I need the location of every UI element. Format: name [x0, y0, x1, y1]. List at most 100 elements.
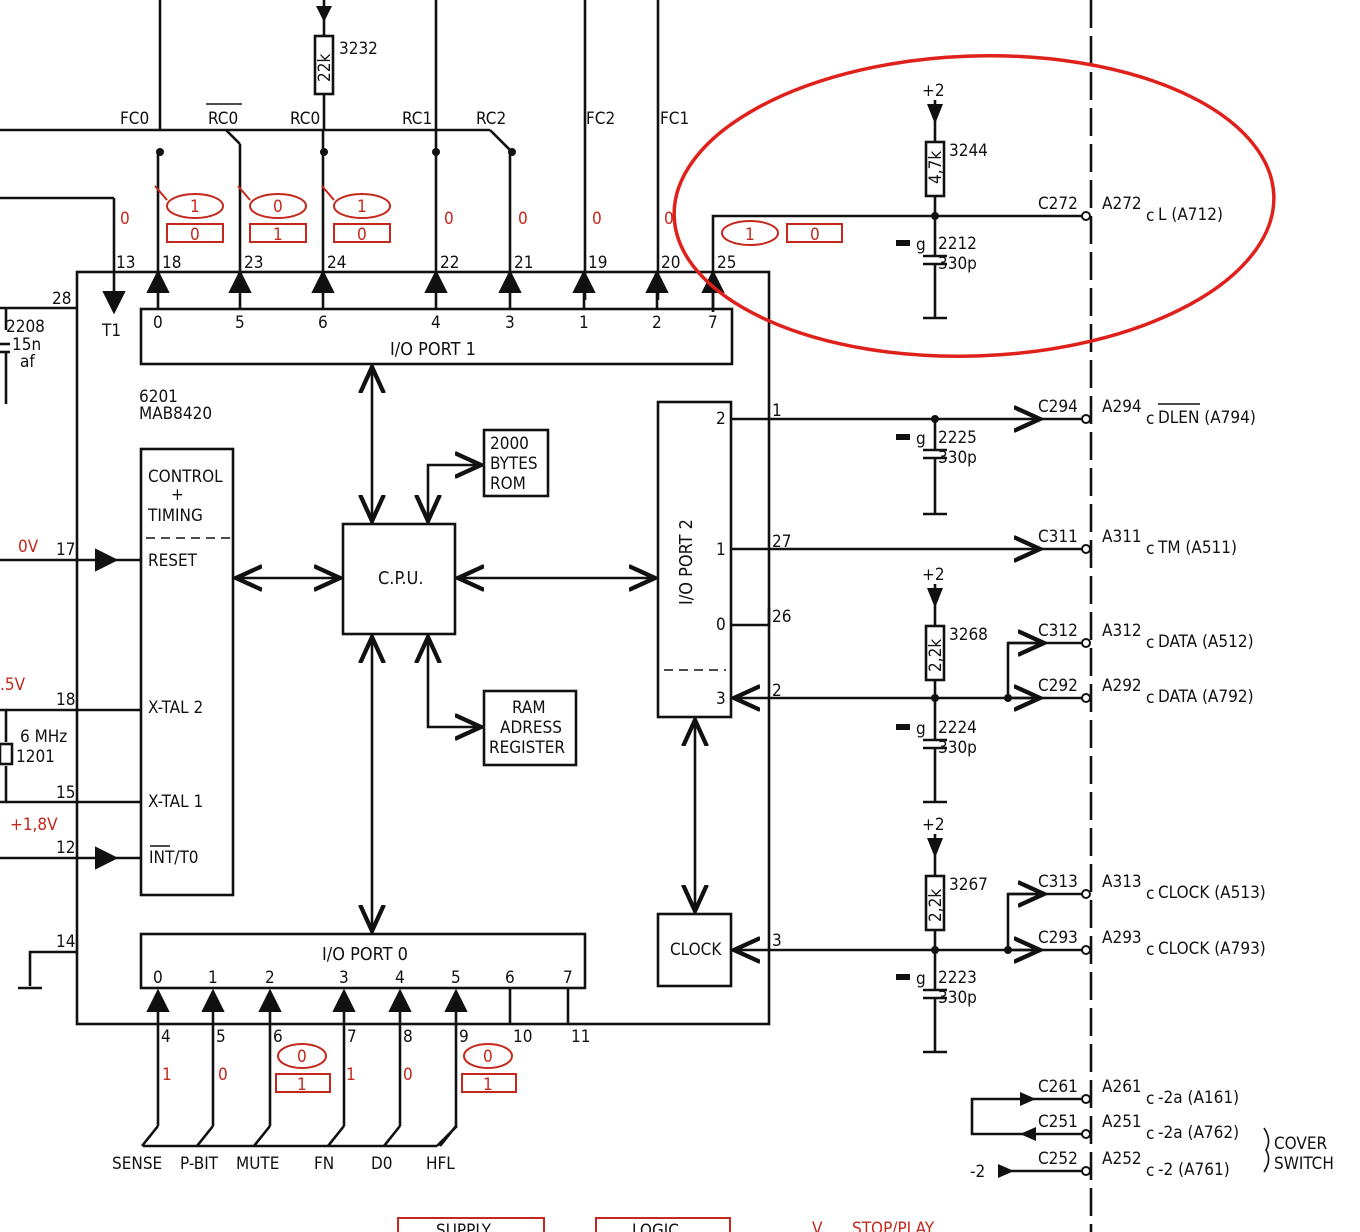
port0-signal: P-BIT — [180, 1154, 219, 1174]
connector-c-ref: C311 — [1038, 527, 1078, 547]
pin12-label: 12 — [56, 838, 75, 858]
connector-a-ref: A272 — [1102, 194, 1142, 214]
connector-a-ref: A312 — [1102, 621, 1142, 641]
port1-signal: RC1 — [402, 109, 432, 129]
pin17-label: 17 — [56, 540, 75, 560]
r3268-value: 2,2k — [926, 639, 946, 672]
r3232-value: 22k — [315, 54, 335, 82]
connector-signal: -2 (A761) — [1158, 1160, 1230, 1180]
port0-signal: SENSE — [112, 1154, 162, 1174]
io-port-2-block — [656, 400, 733, 719]
pin15-label: 15 — [56, 783, 75, 803]
connector-signal: CLOCK (A513) — [1158, 883, 1266, 903]
connector-a-ref: A311 — [1102, 527, 1142, 547]
highlight-ellipse — [672, 53, 1276, 359]
ram-line1: RAM — [512, 698, 546, 718]
connector-signal: L (A712) — [1158, 205, 1223, 225]
int-t0-label: INT/T0 — [149, 848, 199, 868]
xtal-ref: 1201 — [16, 747, 55, 767]
rom-line3: ROM — [490, 474, 526, 494]
port1-pin-number: 21 — [514, 253, 533, 273]
port0-circle-value: 0 — [483, 1047, 493, 1067]
connector-signal: DATA (A512) — [1158, 632, 1254, 652]
r3244-ref: 3244 — [949, 141, 988, 161]
port0-pin-number: 10 — [513, 1027, 532, 1047]
control-plus: + — [171, 485, 184, 505]
volt-0v: 0V — [18, 537, 39, 557]
connector-c-ref: C272 — [1038, 194, 1078, 214]
port0-level: 1 — [162, 1065, 172, 1085]
pin25-circle-value: 1 — [745, 225, 755, 245]
port0-signal: FN — [314, 1154, 334, 1174]
rom-line1: 2000 — [490, 434, 529, 454]
connector-a-ref: A261 — [1102, 1077, 1142, 1097]
reset-label: RESET — [148, 551, 198, 571]
io-port-1-label: I/O PORT 1 — [390, 339, 476, 360]
port1-bit: 3 — [505, 313, 515, 333]
connector-c-mark: c — [1146, 884, 1154, 904]
port1-bit: 6 — [318, 313, 328, 333]
port2-bit: 2 — [716, 409, 726, 429]
rom-line2: BYTES — [490, 454, 538, 474]
port2-bit: 1 — [716, 540, 726, 560]
c2225-ref: 2225 — [938, 428, 977, 448]
pin25-box-value: 0 — [810, 225, 820, 245]
r3268-supply: +2 — [922, 565, 945, 585]
port0-level: 0 — [403, 1065, 413, 1085]
r3244-value: 4,7k — [926, 151, 946, 184]
pin28-label: 28 — [52, 289, 71, 309]
volt-18v: +1,8V — [10, 815, 58, 835]
c2224-value: 330p — [938, 738, 977, 758]
r3267-value: 2,2k — [926, 889, 946, 922]
connector-signal: -2a (A762) — [1158, 1123, 1239, 1143]
r3244-supply: +2 — [922, 81, 945, 101]
io-port-0-block — [139, 932, 587, 990]
cover-switch-line2: SWITCH — [1274, 1154, 1334, 1174]
xtal2-label: X-TAL 2 — [148, 698, 203, 718]
r3267-ref: 3267 — [949, 875, 988, 895]
port0-bit: 6 — [505, 968, 515, 988]
port2-bit: 3 — [716, 689, 726, 709]
port0-pin-number: 6 — [273, 1027, 283, 1047]
connector-c-ref: C251 — [1038, 1112, 1078, 1132]
c2212-value: 330p — [938, 254, 977, 274]
c2223-value: 330p — [938, 988, 977, 1008]
connector-c-ref: C294 — [1038, 397, 1078, 417]
port1-pin-number: 23 — [244, 253, 263, 273]
port2-pin-number: 27 — [772, 532, 791, 552]
mab8420-chip-outline — [75, 270, 771, 1026]
port1-bit: 0 — [153, 313, 163, 333]
ram-register-block — [482, 689, 578, 767]
minus2-label: -2 — [970, 1162, 985, 1182]
port0-circle-value: 0 — [297, 1047, 307, 1067]
v-label: V — [812, 1219, 823, 1232]
port0-level: 0 — [218, 1065, 228, 1085]
port1-state: 0 — [664, 209, 674, 229]
port0-signal: D0 — [371, 1154, 393, 1174]
port1-signal: FC2 — [586, 109, 615, 129]
connector-c-ref: C293 — [1038, 928, 1078, 948]
connector-c-mark: c — [1146, 409, 1154, 429]
port1-state: 0 — [592, 209, 602, 229]
port1-t1-pin: 13 — [116, 253, 135, 273]
port1-box-value: 0 — [357, 225, 367, 245]
port2-pin-number: 26 — [772, 607, 791, 627]
c2212-ref: 2212 — [938, 234, 977, 254]
connector-signal: TM (A511) — [1157, 538, 1237, 558]
cap2208-type: af — [20, 352, 35, 372]
port1-pin-number: 19 — [588, 253, 607, 273]
port1-pin-number: 24 — [327, 253, 346, 273]
chip-ref: 6201 — [139, 387, 178, 407]
port2-bit: 0 — [716, 615, 726, 635]
volt-5v: .5V — [0, 675, 26, 695]
c2223-ref: 2223 — [938, 968, 977, 988]
logic-label: LOGIC — [632, 1221, 679, 1232]
port0-pin-number: 8 — [403, 1027, 413, 1047]
control-timing-block — [139, 447, 235, 897]
supply-label: SUPPLY — [436, 1221, 492, 1232]
port1-signal: RC0 — [208, 109, 238, 129]
connector-c-ref: C252 — [1038, 1149, 1078, 1169]
pin14-label: 14 — [56, 932, 75, 952]
